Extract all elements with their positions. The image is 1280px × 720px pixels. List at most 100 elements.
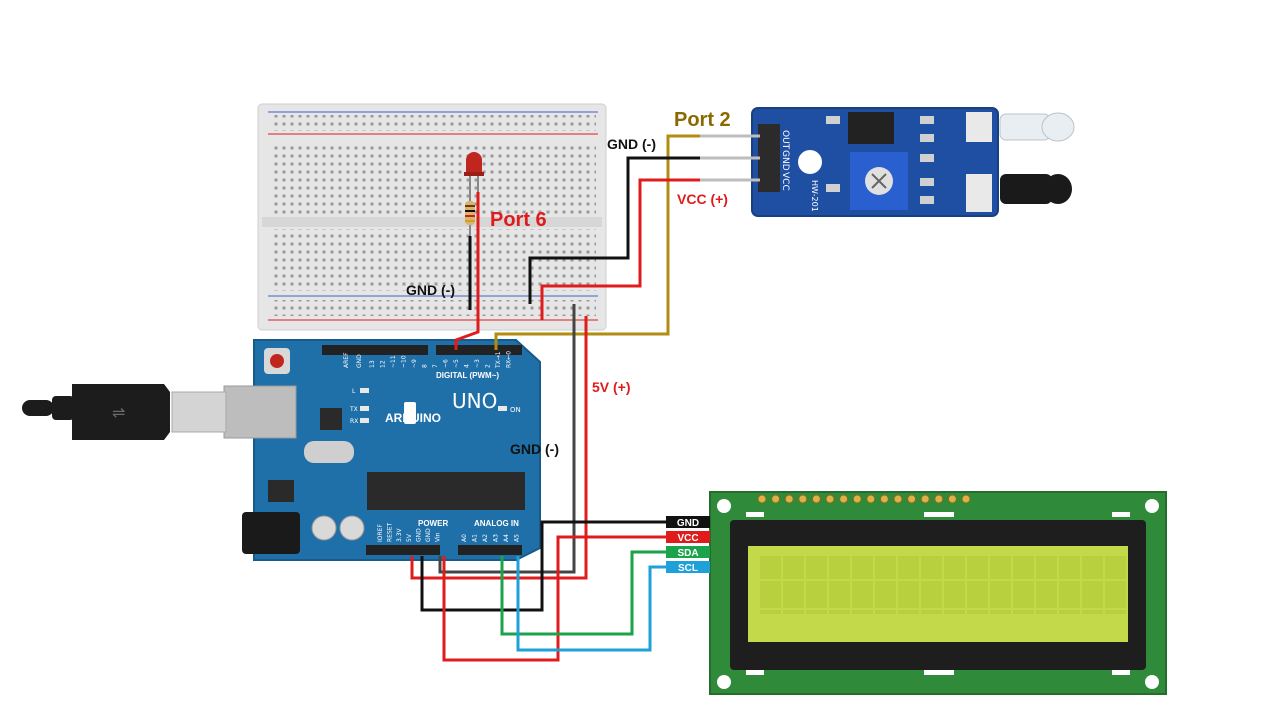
lcd-header-pin — [811, 494, 821, 504]
digital-header-right — [436, 345, 522, 355]
digital-pin-label-2: ~11 — [390, 355, 397, 368]
wire-lcd-gnd — [420, 520, 666, 612]
smd-resistor — [826, 116, 840, 124]
red-led — [464, 152, 484, 196]
lcd-pin-gnd-tag — [666, 516, 710, 528]
lcd-header-pin — [852, 494, 862, 504]
lcd-pin-gnd-label: GND — [677, 518, 699, 529]
smd-resistor — [920, 154, 934, 162]
ir-photodiode — [1000, 174, 1052, 204]
reset-button-cap — [270, 354, 284, 368]
power-pin-label-3: 5V — [406, 533, 413, 542]
comparator-chip — [848, 112, 894, 144]
lcd-header-pin — [907, 494, 917, 504]
analog-in-label: ANALOG IN — [474, 519, 519, 528]
breadboard-gnd-label: GND (-) — [406, 282, 455, 298]
lcd-header-pin — [839, 494, 849, 504]
smd-resistor — [920, 196, 934, 204]
l-led-label: L — [352, 388, 356, 395]
digital-pin-label-1: 12 — [380, 360, 387, 368]
lcd-mount-hole — [717, 675, 731, 689]
wire-arduino-gnd — [438, 304, 576, 574]
rx-led-label: RX — [350, 418, 358, 425]
resistor — [465, 194, 475, 236]
analog-pin-label-1: A1 — [472, 534, 479, 542]
lcd-header-pin — [947, 494, 957, 504]
lcd-tab — [924, 670, 954, 675]
digital-pin-label-3: ~10 — [401, 355, 408, 368]
aref-pin-label: AREF — [343, 352, 350, 368]
smd-resistor — [920, 134, 934, 142]
lcd-i2c-pin-tags: GND VCC SDA SCL — [666, 516, 710, 574]
smd-resistor — [826, 184, 840, 192]
arduino-brand-text: ARDUINO — [385, 411, 441, 425]
sensor-pin-gnd: GND — [780, 150, 790, 171]
wire-lcd-scl — [516, 556, 666, 652]
power-label: POWER — [418, 519, 448, 528]
lcd-mount-hole — [717, 499, 731, 513]
wire-sensor-vcc — [540, 178, 700, 320]
lcd-tab — [746, 670, 764, 675]
lcd-header-pin — [757, 494, 767, 504]
sensor-pin-out: OUT — [780, 130, 790, 150]
lcd-header-pin — [879, 494, 889, 504]
lcd-16x2-module — [709, 491, 1167, 695]
port2-label: Port 2 — [674, 109, 731, 131]
digital-pin-label-7: ~6 — [443, 359, 450, 368]
analog-pin-label-5: A5 — [514, 534, 521, 542]
digital-pin-label-6: 7 — [432, 364, 439, 368]
power-pin-label-4: GND — [415, 528, 422, 542]
mount-hole — [798, 150, 822, 174]
rx-led — [360, 418, 369, 423]
digital-pin-label-5: 8 — [422, 364, 429, 368]
lcd-header-pin — [920, 494, 930, 504]
arduino-model-text: UNO — [452, 389, 497, 413]
sensor-gnd-label: GND (-) — [607, 136, 656, 152]
digital-pin-label-13: RX←0 — [506, 351, 513, 368]
wire-sensor-gnd — [528, 156, 700, 304]
wire-lcd-sda — [500, 550, 666, 636]
analog-pin-label-2: A2 — [482, 534, 489, 542]
gnd-pin-label: GND — [356, 354, 363, 368]
crystal — [304, 441, 354, 463]
capacitor-2 — [339, 515, 365, 541]
wires — [410, 134, 700, 662]
lcd-pin-sda-label: SDA — [677, 548, 698, 559]
ir-sensor-module — [751, 107, 1075, 217]
lcd-pin-vcc-tag — [666, 531, 710, 543]
lcd-pin-scl-label: SCL — [678, 563, 698, 574]
top-terminal-holes — [270, 144, 596, 216]
sensor-header — [758, 124, 780, 192]
breadboard — [257, 103, 607, 331]
power-pin-label-6: Vin — [435, 532, 442, 542]
lcd-tab — [924, 512, 954, 517]
smd-resistor — [920, 178, 934, 186]
usb-chip — [320, 408, 342, 430]
sensor-vcc-label: VCC (+) — [677, 191, 728, 207]
lcd-header-pin — [934, 494, 944, 504]
digital-pin-label-10: ~3 — [474, 359, 481, 368]
usb-b-port — [223, 385, 297, 439]
digital-pin-label-8: ~5 — [453, 359, 460, 368]
power-pin-label-5: GND — [425, 528, 432, 542]
sensor-model-text: HW-201 — [810, 180, 819, 212]
lcd-header-pin — [893, 494, 903, 504]
tx-led-label: TX — [349, 406, 358, 413]
5v-label: 5V (+) — [592, 379, 631, 395]
port6-label: Port 6 — [490, 209, 547, 231]
bottom-terminal-holes — [270, 229, 596, 291]
lcd-header-pin — [771, 494, 781, 504]
atmega-chip — [367, 472, 525, 510]
arduino-logo-badge — [404, 402, 416, 424]
lcd-tab — [1112, 670, 1130, 675]
on-led-label: ON — [510, 406, 521, 414]
sensor-pins — [700, 134, 760, 182]
lcd-header-pin — [784, 494, 794, 504]
lcd-mount-hole — [1145, 675, 1159, 689]
bottom-rail-holes — [270, 300, 596, 316]
lcd-pin-sda-tag — [666, 546, 710, 558]
lcd-tab — [746, 512, 764, 517]
ir-photodiode-dome — [1044, 174, 1072, 204]
